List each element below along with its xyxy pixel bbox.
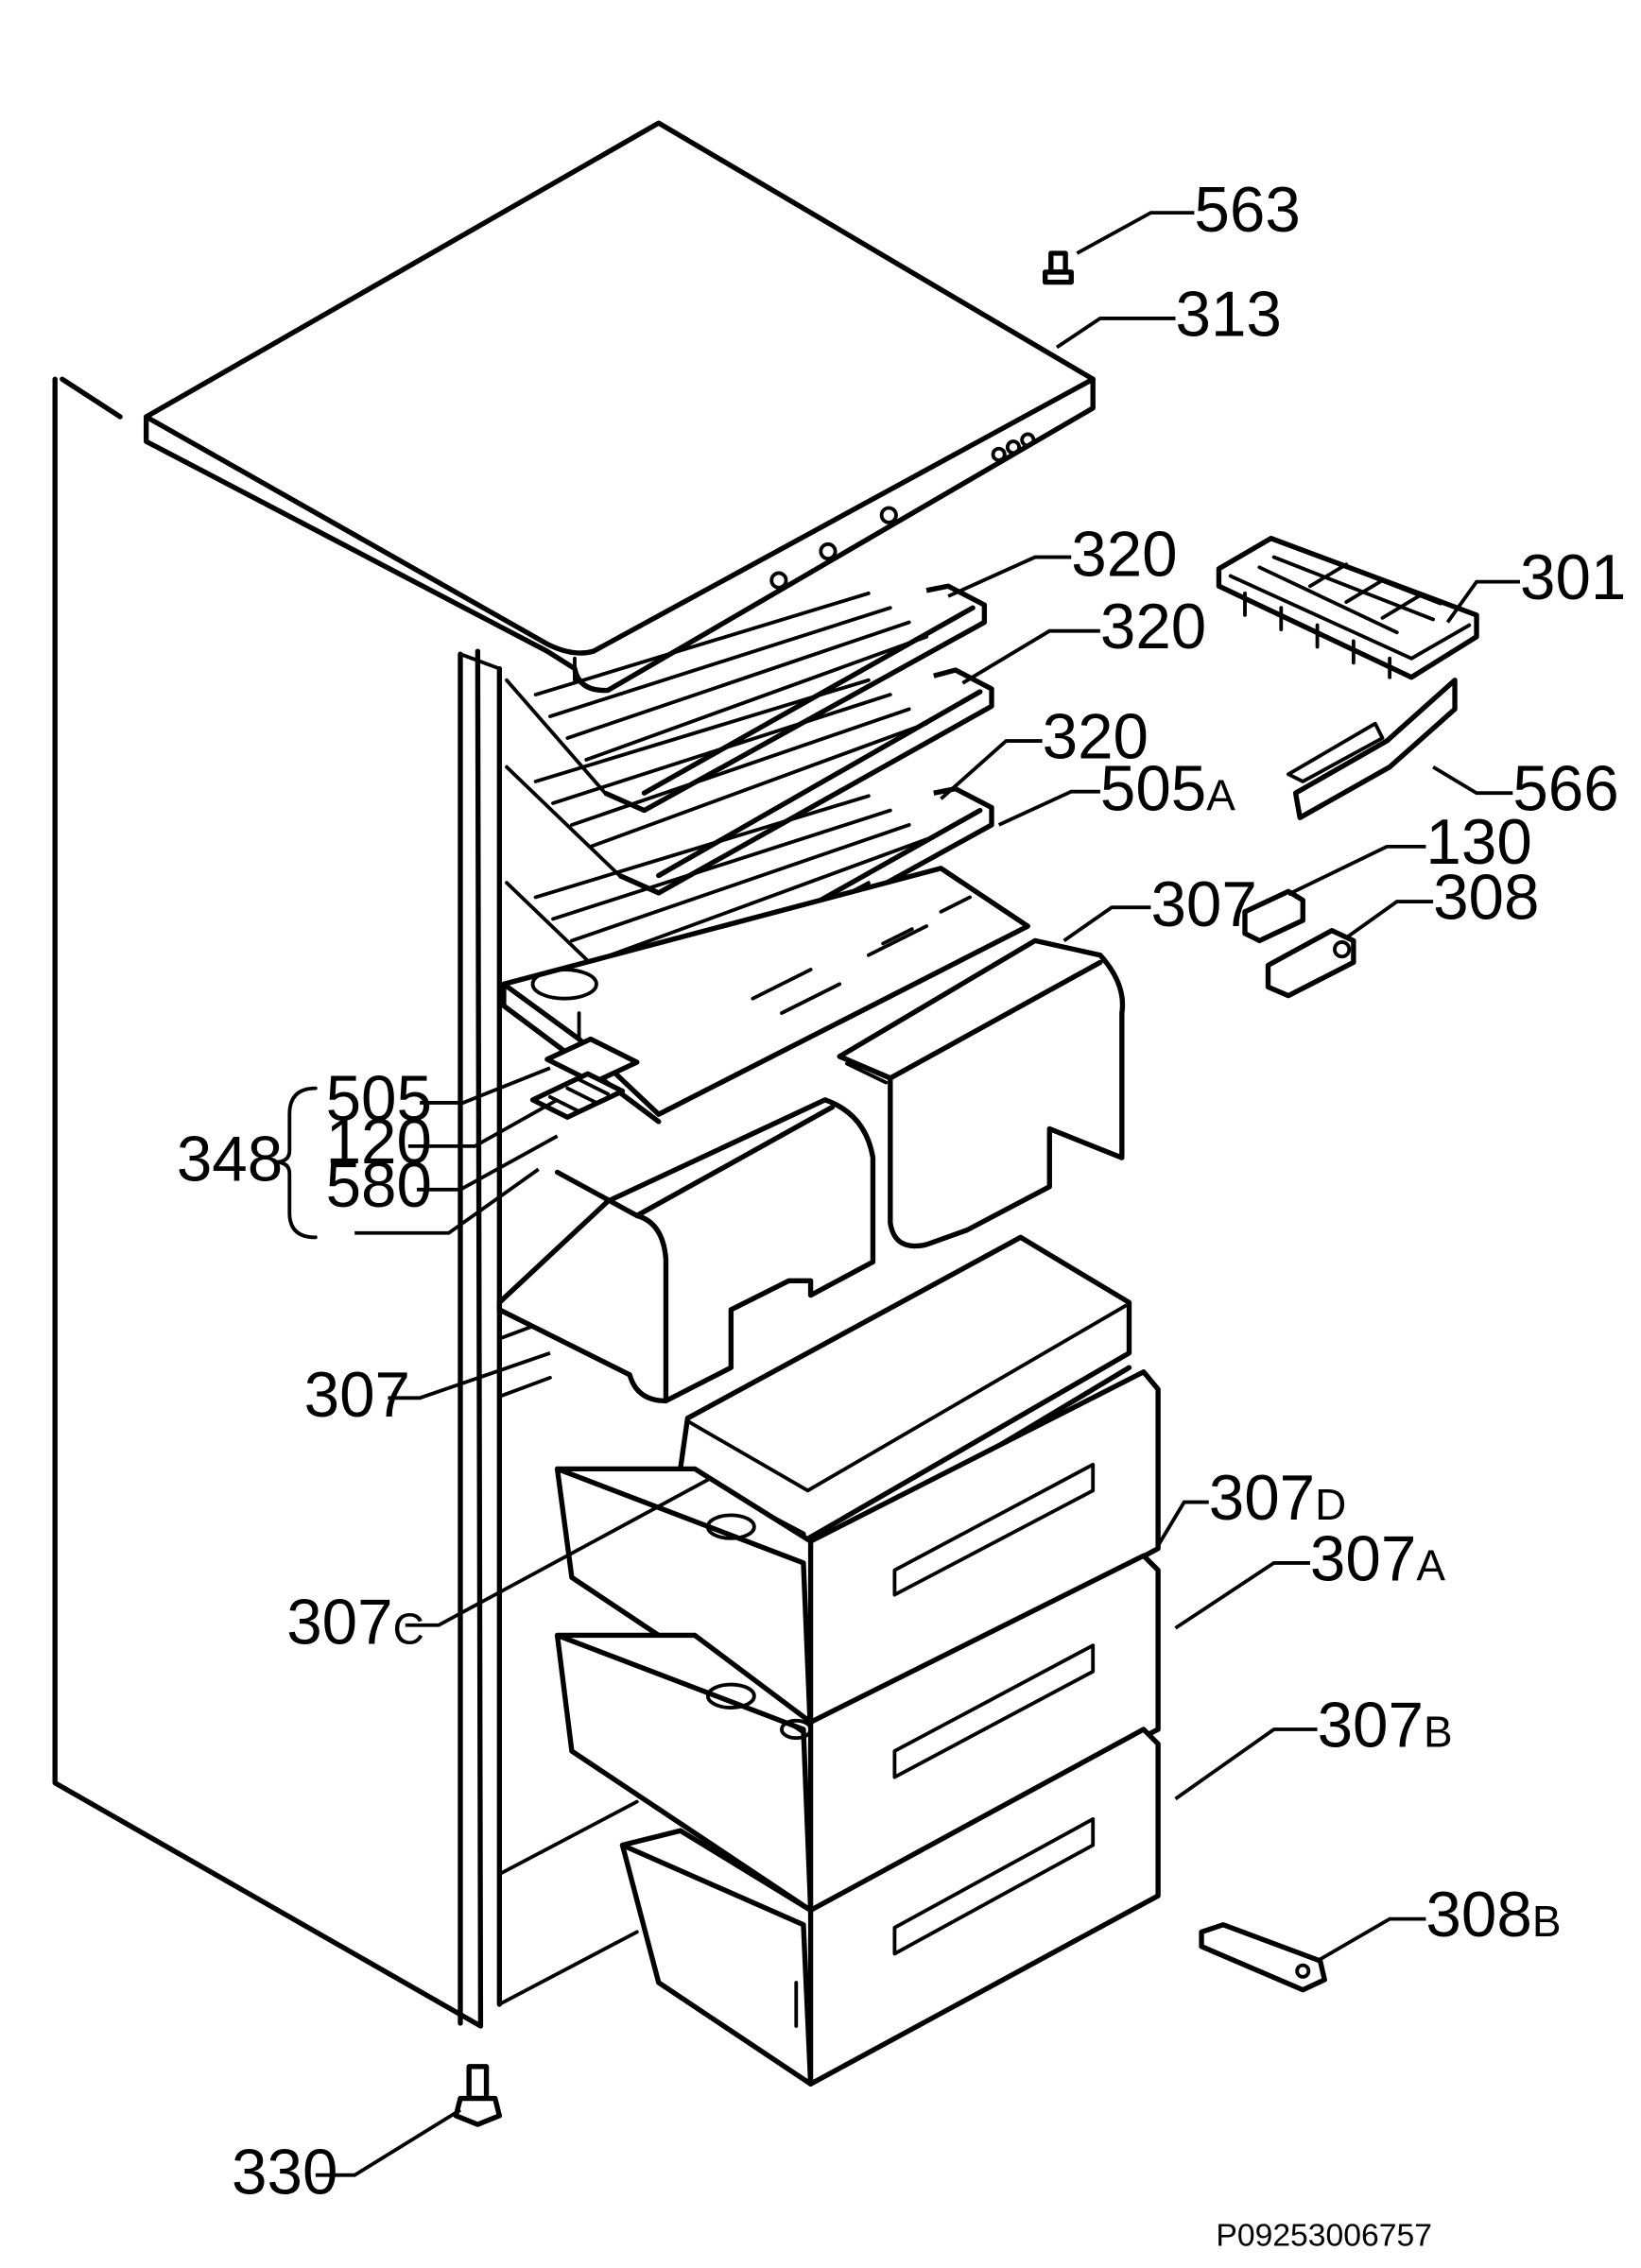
- callout-563: 563: [1194, 175, 1300, 246]
- callout-320-bottom: 320: [1043, 701, 1149, 772]
- hinge-308: [1265, 928, 1356, 999]
- callout-307C: 307C: [286, 1588, 424, 1658]
- callout-307D: 307D: [1209, 1463, 1347, 1534]
- lamp-assembly: [529, 1036, 640, 1120]
- callout-566: 566: [1512, 754, 1618, 825]
- callout-308: 308: [1433, 862, 1539, 933]
- callout-307A: 307A: [1310, 1523, 1445, 1594]
- callout-580: 580: [326, 1150, 432, 1221]
- callout-308B: 308B: [1425, 1880, 1561, 1950]
- screw-563: [1042, 250, 1074, 285]
- basket-upper-right: [837, 937, 1126, 1249]
- adjustable-foot-330: [453, 2064, 503, 2127]
- callout-505: 505: [326, 1063, 432, 1134]
- callout-313: 313: [1175, 279, 1281, 350]
- callout-320-top: 320: [1071, 519, 1177, 590]
- callout-348: 348: [177, 1125, 283, 1195]
- drawer-lower: [619, 1727, 1161, 2087]
- callout-307-lower: 307: [304, 1360, 410, 1431]
- ice-tray-holder: [1287, 678, 1458, 820]
- callout-120: 120: [326, 1107, 432, 1177]
- leader-lines: [273, 211, 1520, 2177]
- callout-330: 330: [232, 2138, 337, 2208]
- drawer-middle: [554, 1553, 1161, 1914]
- callout-307-upper: 307: [1150, 869, 1256, 940]
- callout-301: 301: [1520, 542, 1626, 613]
- callout-130: 130: [1425, 807, 1531, 878]
- bracket-130: [1242, 888, 1305, 944]
- basket-upper-left: [496, 1097, 876, 1404]
- callout-320-middle: 320: [1100, 592, 1206, 662]
- cabinet-body: [52, 376, 639, 2029]
- callout-307B: 307B: [1318, 1690, 1453, 1761]
- hinge-308B: [1199, 1922, 1327, 1993]
- ice-cube-tray: [1216, 536, 1479, 680]
- callout-505A: 505A: [1100, 754, 1235, 825]
- top-panel: [143, 120, 1096, 694]
- drawing-code: P09253006757: [1216, 2219, 1432, 2254]
